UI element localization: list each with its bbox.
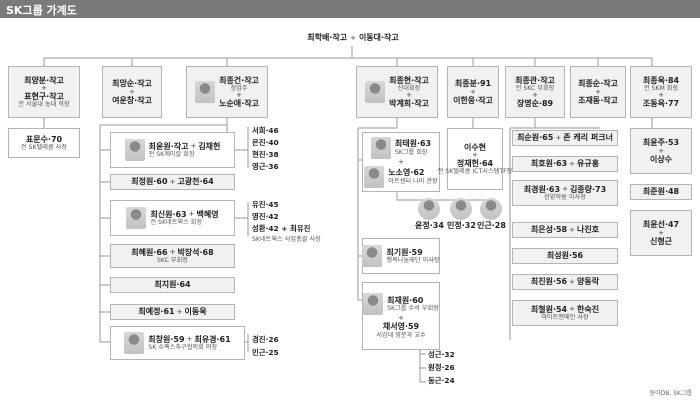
child-jinwon: 최진원·56 + 양동락 (512, 274, 618, 290)
diagram-title: SK그룹 가계도 (6, 4, 77, 17)
gen1-jongsun: 최종순·작고 + 조재동·작고 (570, 66, 626, 118)
pyomunsu-box: 표문수·70 전 SK텔레콤 사장 (8, 128, 80, 158)
root-husband: 최학배·작고 (307, 33, 348, 43)
portrait-photo (450, 198, 473, 220)
grandchild: 경진·26 (252, 335, 279, 344)
grandchild: 영진·42 (252, 212, 279, 221)
portrait-photo (418, 198, 441, 220)
child-jiwon: 최지원·64 (110, 277, 235, 293)
grandchild-yunjeong: 윤정·34 (415, 198, 444, 231)
gen1-jongbun: 최종분·91 + 이한웅·작고 (447, 66, 499, 118)
portrait-photo (480, 198, 503, 220)
gen1-jonggun: 최종건·작고 창업주 + 노순애·작고 (186, 66, 268, 118)
portrait-photo (126, 207, 147, 229)
grandchild-minjeong: 민정·32 (447, 198, 476, 231)
portrait-photo (364, 165, 385, 188)
root-wife: 이동대·작고 (358, 33, 399, 43)
child-jeongwon: 최정원·60 + 고광천·64 (110, 174, 235, 190)
child-hyewon: 최혜원·66 + 박장석·68 SKC 부회장 (110, 244, 235, 268)
grandchild: 영근·36 (252, 162, 279, 171)
child-yunju: 최윤주·53 + 이상수 (630, 128, 692, 174)
child-taewon: 최태원·63 SK그룹 회장 + 노소영·62 아트센터 나비 관장 (362, 132, 440, 192)
child-seongwon: 최성원·56 (512, 248, 618, 264)
child-suhyun: 이수현 + 정재헌·64 전 SK텔레콤 ICT시스템TF장 (438, 128, 512, 190)
child-changwon: 최창원·59 + 최유경·61 SK 수펙스추구협의회 의장 (110, 326, 245, 360)
child-yejeong: 최예정·61 + 이동욱 (110, 304, 235, 320)
portrait-photo (124, 332, 145, 354)
portrait-photo (365, 81, 386, 103)
child-sinwon: 최신원·63 + 백혜영 전 SK네트웍스 회장 (110, 200, 235, 236)
grandchild: 성환·42 + 최유진 (252, 224, 311, 233)
grandchild: 동근·24 (428, 376, 455, 385)
gen1-jonggwan: 최종관·작고 전 SKC 부회장 + 장명순·89 (505, 66, 565, 118)
plus-sign: + (350, 33, 356, 42)
root-couple: 최학배·작고 + 이동대·작고 (288, 30, 418, 46)
child-jaewon: 최재원·60 SK그룹 수석 부회장 + 채서영·59 서강대 영문과 교수 (362, 282, 440, 350)
child-giwon: 최기원·59 행복나눔재단 이사장 (362, 238, 440, 274)
portrait-photo (124, 139, 145, 161)
title-bar: SK그룹 가계도 (0, 0, 700, 18)
portrait-photo (195, 81, 216, 103)
grandchild: 민근·25 (252, 348, 279, 357)
portrait-photo (370, 136, 391, 159)
child-junwon: 최준원·48 (630, 184, 692, 200)
grandchild-ingeun: 인근·28 (477, 198, 506, 231)
child-yunseon: 최윤선·47 + 신형근 (630, 210, 692, 256)
grandchild-role: SK네트웍스 사업총괄 사장 (252, 236, 321, 243)
child-gyeongwon: 최경원·63 + 김종량·73 한양학원 이사장 (512, 180, 618, 206)
child-eunseong: 최은성·58 + 나진호 (512, 222, 618, 238)
grandchild: 성근·32 (428, 350, 455, 359)
gen1-angsun: 최앙순·작고 + 여운창·작고 (102, 66, 162, 118)
portrait-photo (362, 245, 383, 267)
grandchild: 현진·38 (252, 150, 279, 159)
gen1-jonghyun: 최종현·작고 선대회장 + 박계희·작고 (356, 66, 438, 118)
grandchild: 원정·26 (428, 363, 455, 372)
grandchild: 서희·46 (252, 126, 279, 135)
child-sunwon: 최순원·65 + 존 캐리 퍼크너 (512, 130, 618, 146)
grandchild: 은진·40 (252, 138, 279, 147)
gen1-jongwook: 최종욱·84 전 SKM 회장 + 조동옥·77 (630, 66, 692, 118)
portrait-photo (363, 293, 384, 316)
child-yunwon: 최윤원·작고 + 김채헌 전 SK케미칼 회장 (110, 132, 235, 168)
source-credit: 동아DB, SK그룹 (649, 390, 692, 397)
child-howon: 최호원·63 + 유규홍 (512, 156, 618, 172)
grandchild: 유진·45 (252, 200, 279, 209)
gen1-yangbun: 최양분·작고 + 표현구·작고 전 서울대 농대 학장 (8, 66, 80, 118)
child-cheolwon: 최철원·54 + 한숙진 마이트앤메인 사장 (512, 300, 618, 326)
